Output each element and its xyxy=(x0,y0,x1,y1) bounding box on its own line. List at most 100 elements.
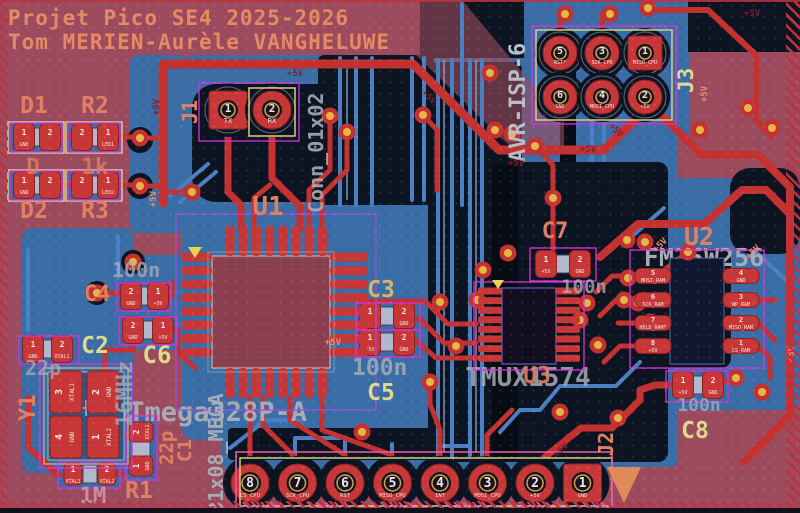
pin-u2-6[interactable] xyxy=(634,292,672,308)
pin-u3-right[interactable] xyxy=(556,345,580,353)
pad-ring xyxy=(553,46,567,60)
pin-u1-left[interactable] xyxy=(182,279,212,289)
pad-ring xyxy=(526,474,544,492)
pin-u3-right[interactable] xyxy=(556,354,580,362)
c7-body xyxy=(555,254,571,274)
pin-u2-5[interactable] xyxy=(634,268,672,284)
pad-label: 2 xyxy=(132,429,141,434)
pin-u1-left[interactable] xyxy=(182,306,212,316)
pin-u3-left[interactable] xyxy=(478,287,502,295)
pin-u1-top[interactable] xyxy=(278,226,288,256)
pin-u2-8[interactable] xyxy=(634,338,672,354)
pin-u1-left[interactable] xyxy=(182,347,212,357)
val-r1: 1M xyxy=(80,484,107,509)
pad-c1-2[interactable] xyxy=(128,421,154,443)
pin-u1-right[interactable] xyxy=(330,293,368,303)
u2-body[interactable] xyxy=(669,257,725,365)
pin-u1-top[interactable] xyxy=(304,226,314,256)
net-5v-2: +5V xyxy=(152,98,162,115)
val-j1: Conn_01x02 xyxy=(304,93,328,213)
pad-c1-1[interactable] xyxy=(128,455,154,477)
pin-u1-right[interactable] xyxy=(330,347,368,357)
net-5v-3: +5V xyxy=(149,190,159,207)
pad-label: MOSI_CPU xyxy=(590,104,614,110)
pin-u3-left[interactable] xyxy=(478,345,502,353)
pin-u1-bottom[interactable] xyxy=(225,368,235,398)
pin-u3-left[interactable] xyxy=(478,354,502,362)
pin-u1-bottom[interactable] xyxy=(278,368,288,398)
pin-u2-2[interactable] xyxy=(722,315,760,331)
pin-u1-right[interactable] xyxy=(330,320,368,330)
pin-u1-top[interactable] xyxy=(291,226,301,256)
pad-y1-4[interactable] xyxy=(49,415,83,459)
pin-u1-right[interactable] xyxy=(330,266,368,276)
pin-u1-right[interactable] xyxy=(330,306,368,316)
pin-u1-bottom[interactable] xyxy=(291,368,301,398)
pin-u1-left[interactable] xyxy=(182,320,212,330)
pad-c7-1[interactable] xyxy=(535,250,557,278)
pin-u1-bottom[interactable] xyxy=(317,368,327,398)
val-c4: 100n xyxy=(112,258,160,282)
pin-u3-right[interactable] xyxy=(556,335,580,343)
pad-label: 3 xyxy=(599,46,605,57)
pin-u1-top[interactable] xyxy=(225,226,235,256)
zone-front-sliver xyxy=(386,0,564,154)
pin-u1-top[interactable] xyxy=(265,226,275,256)
pin-u3-left[interactable] xyxy=(478,335,502,343)
pad-label: INT xyxy=(435,493,446,499)
pad-label: 2 xyxy=(80,176,85,185)
pin-u1-top[interactable] xyxy=(238,226,248,256)
pad-y1-1[interactable] xyxy=(86,415,120,459)
pin-u3-right[interactable] xyxy=(556,297,580,305)
pad-label: 2 xyxy=(402,333,407,342)
pin-u2-3[interactable] xyxy=(722,292,760,308)
pad-label: 1 xyxy=(156,287,161,296)
pin-u1-left[interactable] xyxy=(182,334,212,344)
pin-u1-bottom[interactable] xyxy=(304,368,314,398)
pad-y1-2[interactable] xyxy=(86,370,120,414)
pin-u2-7[interactable] xyxy=(634,315,672,331)
pin-u1-right[interactable] xyxy=(330,334,368,344)
via-hole xyxy=(556,408,564,416)
pin-u3-left[interactable] xyxy=(478,306,502,314)
pin-u1-top[interactable] xyxy=(317,226,327,256)
pin-u1-bottom[interactable] xyxy=(265,368,275,398)
pin-u1-right[interactable] xyxy=(330,252,368,262)
via-hole xyxy=(419,111,427,119)
pin-u1-left[interactable] xyxy=(182,266,212,276)
via-hole xyxy=(358,428,366,436)
pin-u2-1[interactable] xyxy=(722,338,760,354)
pin-u1-left[interactable] xyxy=(182,252,212,262)
pin-u1-right[interactable] xyxy=(330,279,368,289)
u1-body[interactable] xyxy=(211,255,331,369)
pin-u1-bottom[interactable] xyxy=(238,368,248,398)
net-5v-c5: +5V xyxy=(325,338,342,348)
pin-u2-4[interactable] xyxy=(722,268,760,284)
pad-label: SCK_RAM xyxy=(642,302,663,308)
pad-ring xyxy=(638,90,652,104)
pin-u3-right[interactable] xyxy=(556,287,580,295)
pin-u1-bottom[interactable] xyxy=(251,368,261,398)
u3-body[interactable] xyxy=(501,287,557,365)
pad-c5-2[interactable] xyxy=(393,328,415,356)
pin-u1-left[interactable] xyxy=(182,293,212,303)
pin-u3-right[interactable] xyxy=(556,325,580,333)
via-hole xyxy=(531,142,539,150)
pin-u3-left[interactable] xyxy=(478,316,502,324)
val-c8: 100n xyxy=(677,395,720,416)
pad-label: 2 xyxy=(642,90,648,101)
pad-c7-2[interactable] xyxy=(569,250,591,278)
pad-ring xyxy=(595,46,609,60)
pin-u3-left[interactable] xyxy=(478,325,502,333)
pad-y1-3[interactable] xyxy=(49,370,83,414)
pad-ring xyxy=(573,474,592,492)
pin-u1-top[interactable] xyxy=(251,226,261,256)
pin-u3-right[interactable] xyxy=(556,306,580,314)
pad-label: 5 xyxy=(651,269,655,277)
pin-u3-left[interactable] xyxy=(478,297,502,305)
pin-u3-right[interactable] xyxy=(556,316,580,324)
pad-label: 6 xyxy=(651,293,655,301)
pad-label: 2 xyxy=(131,321,136,330)
